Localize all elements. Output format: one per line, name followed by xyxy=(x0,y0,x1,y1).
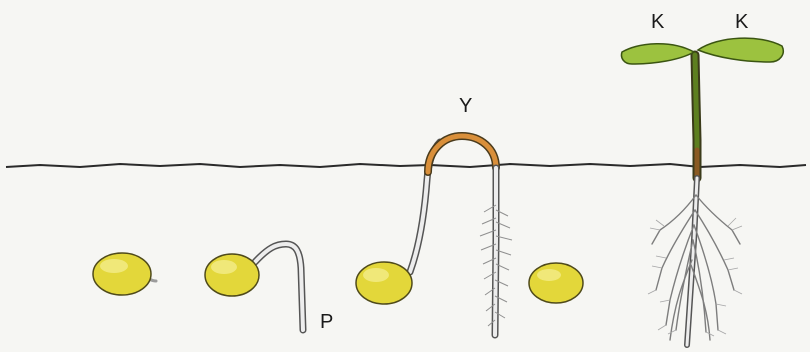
radicle-inner xyxy=(255,244,303,330)
seed xyxy=(93,253,151,295)
primary-root-inner xyxy=(495,168,496,335)
cotyledon-left xyxy=(621,44,694,64)
cotyledon-right xyxy=(698,38,783,62)
seed-highlight xyxy=(211,260,237,274)
soil-surface-line xyxy=(6,164,806,167)
seedling-stage-4 xyxy=(621,38,783,345)
label-y: Y xyxy=(459,96,472,116)
seed-highlight xyxy=(100,259,128,273)
seed-stage-1 xyxy=(93,253,156,295)
seed xyxy=(356,262,412,304)
label-p: P xyxy=(320,312,333,332)
seed xyxy=(205,254,259,296)
seed xyxy=(529,263,583,303)
seed-highlight xyxy=(537,269,561,281)
seed-loose xyxy=(529,263,583,303)
seed-highlight xyxy=(363,268,389,282)
hypocotyl-left-inner xyxy=(410,142,440,272)
label-k-left: K xyxy=(651,12,664,32)
label-k-right: K xyxy=(735,12,748,32)
seed-stage-2 xyxy=(205,244,303,330)
